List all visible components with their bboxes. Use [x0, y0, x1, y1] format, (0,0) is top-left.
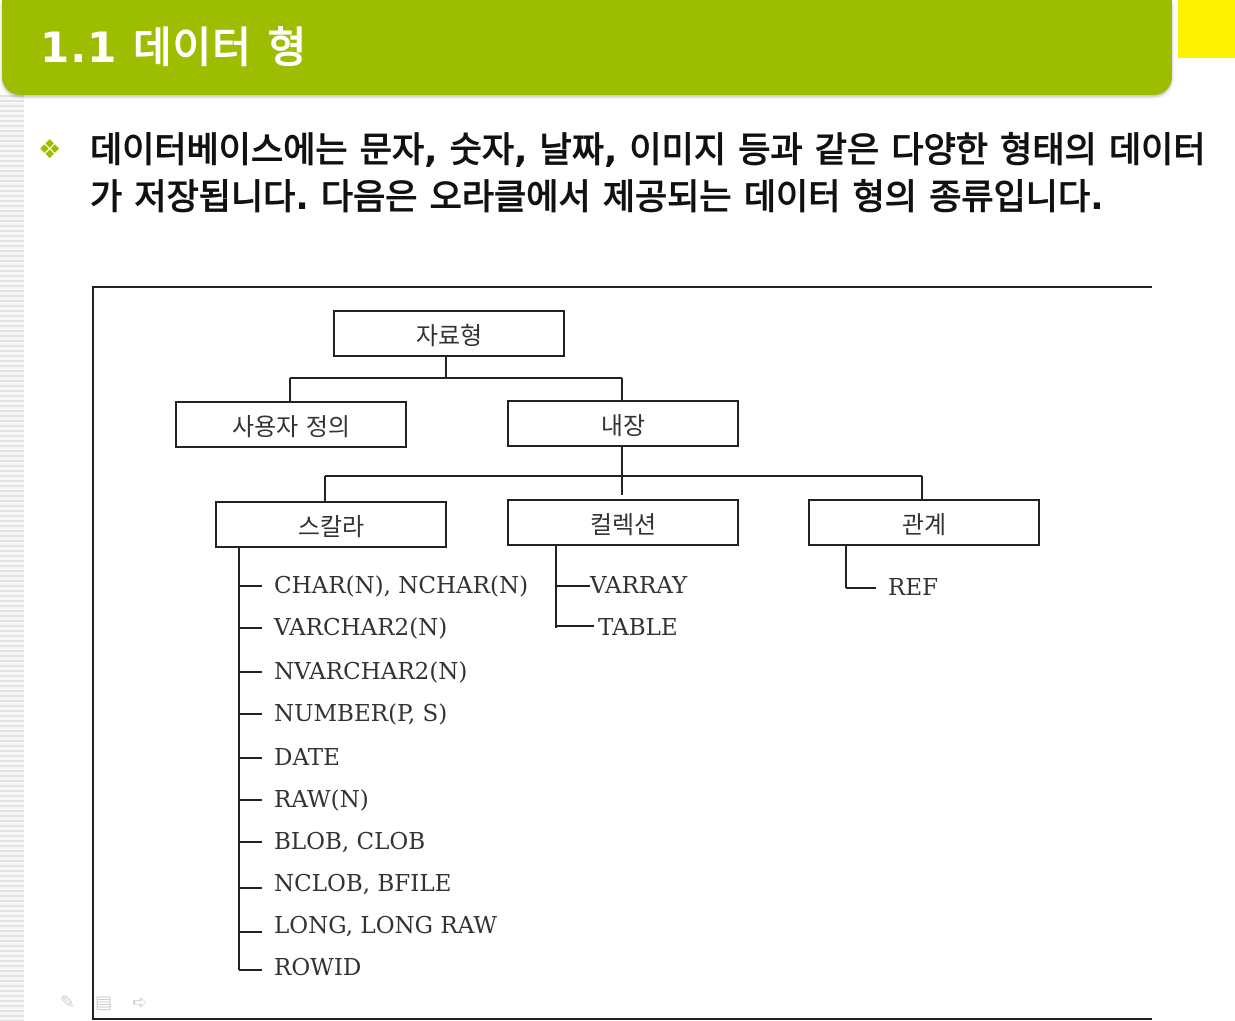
diamond-bullet-icon: ❖: [38, 135, 62, 165]
menu-icon[interactable]: ▤: [95, 992, 113, 1013]
corner-accent: [1178, 0, 1235, 58]
collection-type-item: TABLE: [598, 615, 678, 641]
scalar-type-item: NCLOB, BFILE: [274, 871, 452, 897]
scalar-type-item: ROWID: [274, 955, 362, 981]
scalar-box: 스칼라: [215, 501, 447, 548]
scalar-type-item: NUMBER(P, S): [274, 701, 448, 727]
scalar-type-item: NVARCHAR2(N): [274, 659, 468, 685]
scalar-type-item: BLOB, CLOB: [274, 829, 426, 855]
collection-type-item: VARRAY: [590, 573, 688, 599]
slide-nav: ✎ ▤ ➪: [60, 992, 147, 1013]
relation-box: 관계: [808, 499, 1040, 546]
slide-title: 1.1 데이터 형: [40, 23, 308, 72]
scalar-type-item: CHAR(N), NCHAR(N): [274, 573, 529, 599]
user-defined-box: 사용자 정의: [175, 401, 407, 448]
scalar-type-item: RAW(N): [274, 787, 369, 813]
window-edge: [0, 95, 24, 1021]
intro-text: 데이터베이스에는 문자, 숫자, 날짜, 이미지 등과 같은 다양한 형태의 데…: [90, 131, 1206, 218]
title-bar: 1.1 데이터 형: [2, 0, 1172, 95]
scalar-type-item: LONG, LONG RAW: [274, 913, 498, 939]
next-arrow-icon[interactable]: ➪: [132, 992, 148, 1013]
root-box: 자료형: [333, 310, 565, 357]
pen-icon[interactable]: ✎: [60, 992, 76, 1013]
diagram-panel: [92, 286, 1152, 1020]
relation-type-item: REF: [888, 575, 939, 601]
scalar-type-item: VARCHAR2(N): [274, 615, 448, 641]
collection-box: 컬렉션: [507, 499, 739, 546]
scalar-type-item: DATE: [274, 745, 340, 771]
builtin-box: 내장: [507, 400, 739, 447]
